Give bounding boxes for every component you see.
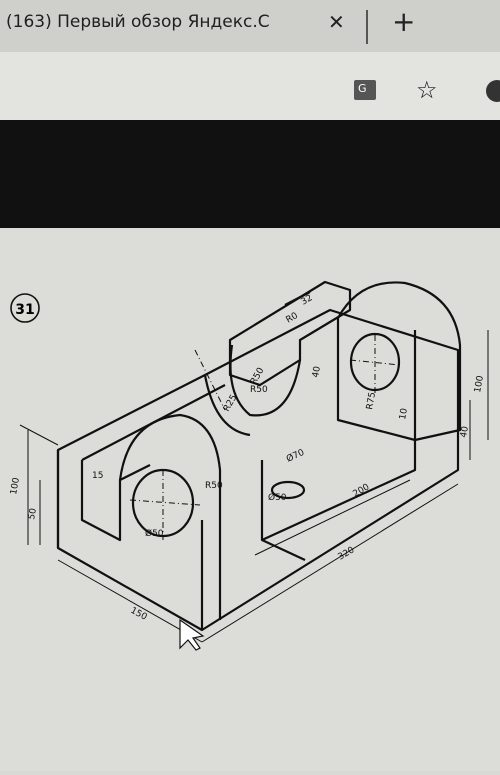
browser-toolbar bbox=[0, 52, 500, 120]
new-tab-button[interactable]: + bbox=[392, 5, 416, 38]
svg-text:10: 10 bbox=[398, 407, 410, 420]
mouse-cursor-icon bbox=[179, 618, 205, 651]
drawing-area: 31 15 32 R0 40 R50 R50 R25 R75 Ø50 Ø70 Ø… bbox=[0, 228, 500, 771]
svg-text:50: 50 bbox=[27, 507, 39, 520]
svg-text:32: 32 bbox=[300, 293, 315, 307]
svg-text:320: 320 bbox=[337, 545, 357, 562]
svg-text:R50: R50 bbox=[205, 481, 223, 491]
svg-text:Ø50: Ø50 bbox=[268, 492, 287, 503]
svg-text:100: 100 bbox=[9, 477, 22, 496]
figure-number-circle bbox=[10, 293, 40, 323]
browser-tab[interactable]: (163) Первый обзор Яндекс.С ✕ bbox=[0, 0, 360, 52]
translate-icon[interactable]: G bbox=[354, 80, 376, 100]
svg-text:40: 40 bbox=[459, 425, 471, 438]
svg-text:150: 150 bbox=[129, 606, 149, 623]
svg-text:R0: R0 bbox=[285, 311, 301, 326]
svg-text:40: 40 bbox=[311, 365, 323, 378]
figure-number: 31 bbox=[15, 302, 34, 318]
svg-text:R50: R50 bbox=[250, 385, 268, 395]
tab-separator bbox=[366, 10, 368, 44]
page-header-band bbox=[0, 120, 500, 228]
svg-text:Ø70: Ø70 bbox=[285, 447, 307, 465]
isometric-drawing: 31 15 32 R0 40 R50 R50 R25 R75 Ø50 Ø70 Ø… bbox=[9, 280, 489, 651]
globe-icon[interactable] bbox=[486, 80, 500, 102]
close-icon[interactable]: ✕ bbox=[328, 10, 345, 34]
star-icon[interactable]: ☆ bbox=[416, 76, 438, 104]
svg-text:100: 100 bbox=[473, 375, 486, 394]
svg-text:Ø50: Ø50 bbox=[145, 528, 164, 539]
svg-text:200: 200 bbox=[352, 482, 372, 499]
tab-strip: (163) Первый обзор Яндекс.С ✕ + bbox=[0, 0, 500, 53]
tab-title: (163) Первый обзор Яндекс.С bbox=[6, 12, 270, 32]
svg-text:R75: R75 bbox=[365, 391, 378, 410]
svg-text:15: 15 bbox=[92, 471, 103, 481]
